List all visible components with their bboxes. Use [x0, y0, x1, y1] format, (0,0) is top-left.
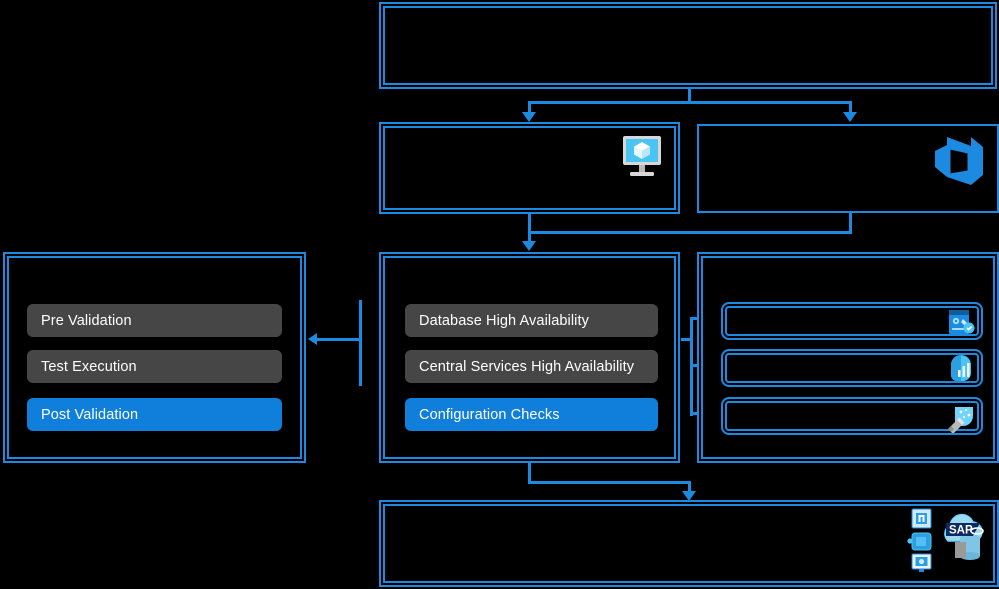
- arrowhead-to-bottom: [682, 491, 696, 501]
- connector-top-right-drop: [849, 101, 852, 115]
- node-vm[interactable]: [379, 122, 680, 214]
- virtual-machine-icon: [616, 133, 668, 183]
- azure-devops-icon: [931, 133, 987, 189]
- connector-bottom-drop: [688, 481, 691, 494]
- panel-outputs[interactable]: [697, 252, 999, 463]
- connector-top-split: [528, 101, 851, 104]
- check-item-central-services-high-availability[interactable]: Central Services High Availability: [405, 350, 658, 383]
- telemetry-signal-icon: [945, 401, 977, 433]
- phase-item-label: Pre Validation: [41, 312, 132, 329]
- connector-top-trunk: [688, 89, 691, 103]
- connector-devops-down: [849, 213, 852, 233]
- connector-checks-to-outputs: [681, 338, 693, 341]
- connector-checks-to-phases: [317, 338, 361, 341]
- connector-outputs-trunk: [690, 318, 693, 416]
- connector-vm-down: [528, 214, 531, 244]
- svg-text:SAP: SAP: [949, 525, 973, 537]
- check-item-database-high-availability[interactable]: Database High Availability: [405, 304, 658, 337]
- panel-checks[interactable]: Database High Availability Central Servi…: [379, 252, 680, 463]
- node-devops[interactable]: [697, 124, 999, 213]
- check-item-label: Database High Availability: [419, 312, 589, 329]
- phase-item-pre-validation[interactable]: Pre Validation: [27, 304, 282, 337]
- phase-item-label: Post Validation: [41, 406, 139, 423]
- node-bottom[interactable]: SAP: [379, 500, 999, 587]
- check-item-label: Central Services High Availability: [419, 358, 635, 375]
- check-item-configuration-checks[interactable]: Configuration Checks: [405, 398, 658, 431]
- insights-chart-icon: [945, 353, 977, 385]
- phase-item-label: Test Execution: [41, 358, 137, 375]
- node-top[interactable]: [379, 2, 997, 89]
- connector-devops-left: [528, 231, 852, 234]
- phase-item-test-execution[interactable]: Test Execution: [27, 350, 282, 383]
- phase-item-post-validation[interactable]: Post Validation: [27, 398, 282, 431]
- connector-checks-bracket: [359, 300, 362, 386]
- arrowhead-to-devops: [843, 112, 857, 122]
- connector-checks-to-bottom: [528, 481, 690, 484]
- report-settings-icon: [945, 306, 977, 338]
- arrowhead-to-vm: [522, 112, 536, 122]
- sap-cloud-icon: SAP: [906, 505, 992, 573]
- output-item-report[interactable]: [721, 302, 983, 340]
- panel-phases[interactable]: Pre Validation Test Execution Post Valid…: [3, 252, 306, 463]
- check-item-label: Configuration Checks: [419, 406, 560, 423]
- arrowhead-to-checks-panel: [522, 241, 536, 251]
- connector-top-left-drop: [528, 101, 531, 115]
- arrowhead-to-phases-panel: [308, 333, 317, 345]
- output-item-telemetry[interactable]: [721, 397, 983, 435]
- connector-checks-down: [528, 463, 531, 483]
- output-item-insights[interactable]: [721, 349, 983, 387]
